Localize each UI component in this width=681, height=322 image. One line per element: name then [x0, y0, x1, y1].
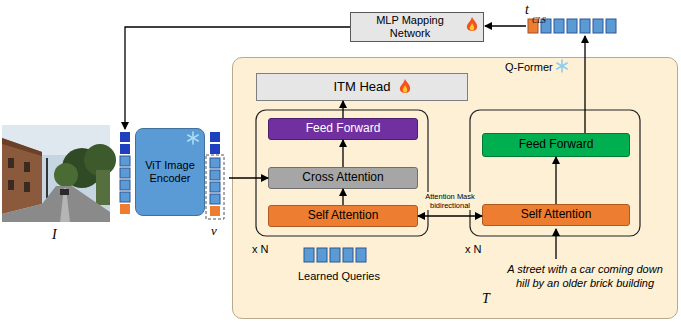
connector: [229, 177, 268, 178]
layer-box: Self Attention: [482, 204, 630, 226]
arrow: [555, 229, 556, 259]
box-label: MLP Mapping Network: [355, 14, 465, 39]
query-tokens: [304, 248, 366, 262]
module-outline: [256, 110, 428, 236]
label-holder: t: [525, 0, 529, 18]
box-label: ITM Head: [333, 80, 390, 95]
snowflake-icon: [557, 60, 567, 72]
label-holder: x N: [465, 239, 482, 257]
box-label: ViT Image Encoder: [140, 159, 200, 184]
edge-label: Attention Mask bidirectional: [420, 192, 480, 210]
label-holder: CLS: [532, 9, 546, 27]
box-label: Self Attention: [308, 209, 379, 223]
label-holder: x N: [252, 239, 269, 257]
fire-icon: [467, 17, 477, 31]
connector: [125, 27, 350, 129]
label-holder: Learned Queries: [298, 266, 380, 284]
text-label: T: [482, 291, 490, 307]
arrow: [584, 36, 585, 133]
mapping-box: MLP Mapping Network: [350, 12, 484, 42]
box-label: Feed Forward: [306, 122, 381, 136]
label-holder: T: [482, 289, 490, 307]
layer-box: Feed Forward: [268, 118, 418, 140]
image-tokens: [120, 132, 130, 214]
label-holder: Attention Mask bidirectional: [420, 192, 480, 212]
connector: [555, 157, 556, 204]
layer-box: Cross Attention: [268, 167, 418, 189]
region-title: Q-Former: [505, 61, 553, 74]
connector: [418, 215, 482, 216]
connector: [342, 140, 343, 167]
text-label: v: [211, 224, 217, 239]
encoder-box: ViT Image Encoder: [135, 128, 205, 216]
box-label: Cross Attention: [302, 171, 383, 185]
street-photo: [2, 125, 116, 222]
text-label: CLS: [532, 16, 546, 25]
text-label: x N: [252, 243, 269, 256]
visual-tokens: [206, 132, 224, 219]
text-label: t: [525, 2, 529, 18]
text-label: A street with a car coming down hill by …: [500, 262, 670, 291]
text-label: Learned Queries: [298, 270, 380, 283]
connector: [342, 189, 343, 205]
box-label: Feed Forward: [519, 138, 594, 152]
label-holder: A street with a car coming down hill by …: [500, 262, 670, 291]
arrow: [485, 25, 526, 26]
fire-icon: [400, 79, 410, 93]
box-label: Self Attention: [521, 208, 592, 222]
label-holder: I: [52, 225, 57, 243]
layer-box: Feed Forward: [482, 133, 630, 157]
head-box: ITM Head: [256, 73, 468, 101]
text-label: I: [52, 227, 57, 243]
text-label: x N: [465, 243, 482, 256]
layer-box: Self Attention: [268, 205, 418, 227]
connector: [342, 101, 343, 118]
module-outline: [470, 110, 640, 236]
snowflake-icon: [188, 132, 198, 144]
label-holder: v: [211, 221, 217, 239]
